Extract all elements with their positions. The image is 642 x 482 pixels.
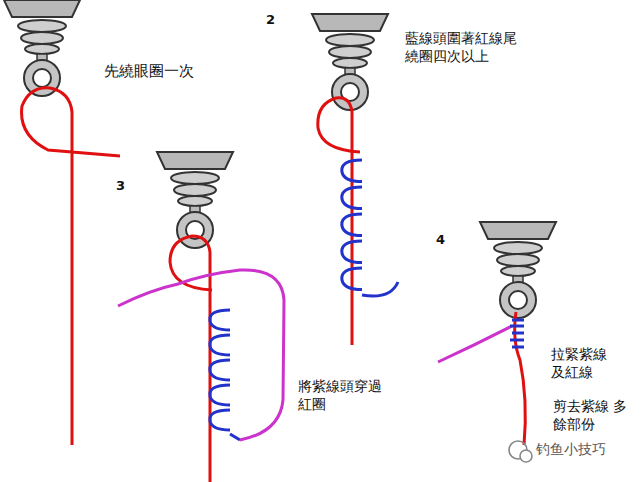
red-line bbox=[318, 98, 360, 345]
step-number: 4 bbox=[436, 232, 456, 248]
blue-coil bbox=[342, 160, 398, 296]
swivel bbox=[480, 222, 556, 318]
step-note: 拉緊紫線 及紅線 bbox=[551, 346, 621, 381]
swivel bbox=[4, 0, 80, 96]
red-line bbox=[22, 88, 120, 445]
step-number: 3 bbox=[116, 178, 136, 194]
red-line bbox=[170, 236, 212, 482]
blue-coils bbox=[210, 310, 240, 440]
swivel bbox=[157, 152, 233, 248]
step-note: 先繞眼圈一次 bbox=[104, 62, 224, 81]
swivel bbox=[312, 14, 388, 110]
purple-line bbox=[118, 270, 284, 440]
step-number: 2 bbox=[266, 12, 286, 28]
blue-coil bbox=[210, 310, 240, 440]
step-note: 剪去紫線 多餘部份 bbox=[553, 398, 631, 433]
purple-line bbox=[438, 326, 512, 362]
blue-coils bbox=[342, 160, 398, 296]
step-note: 將紫線頭穿過 紅圈 bbox=[298, 378, 394, 413]
step-note: 藍線頭圍著紅線尾 繞圈四次以上 bbox=[405, 30, 531, 65]
watermark: 钓鱼小技巧 bbox=[536, 441, 636, 459]
blue-knot bbox=[510, 320, 524, 347]
watermark-icon bbox=[509, 441, 532, 462]
